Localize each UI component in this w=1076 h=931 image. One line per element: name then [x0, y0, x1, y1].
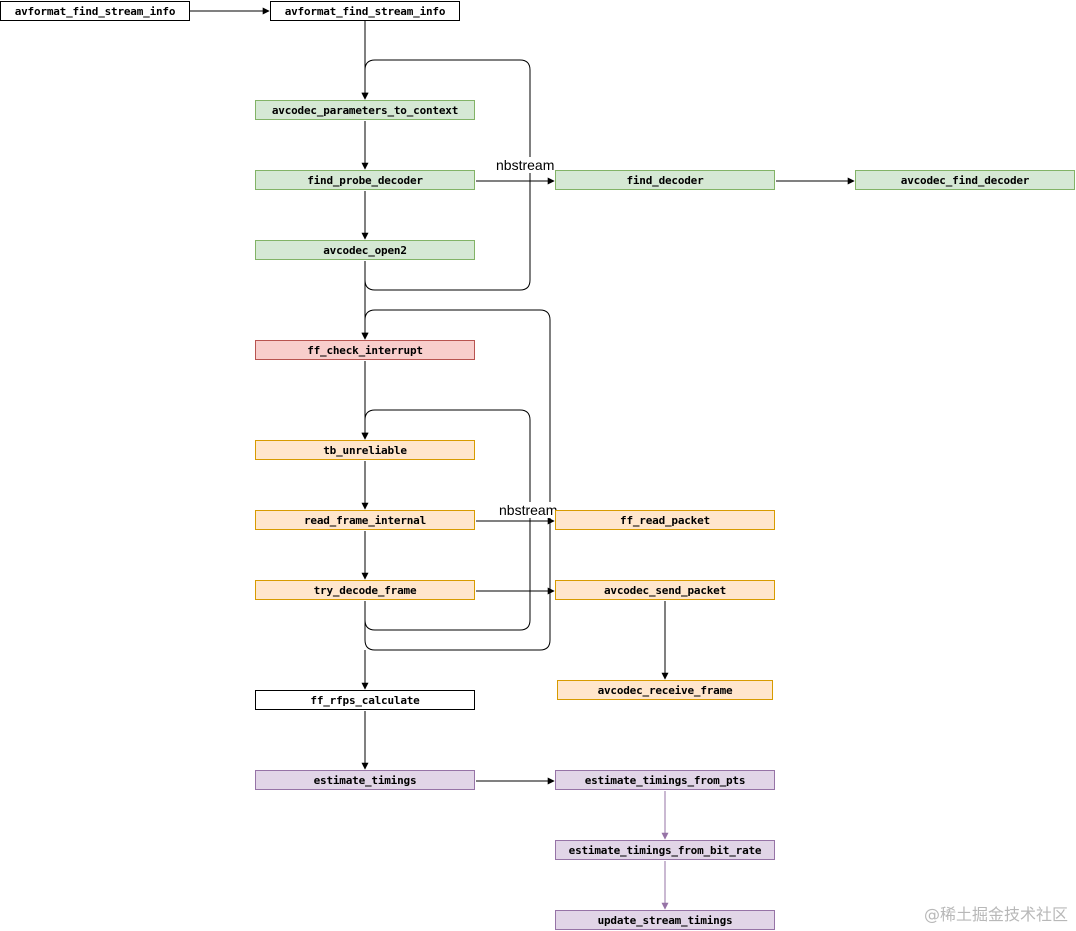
watermark: @稀土掘金技术社区 [923, 905, 1068, 924]
node-avcodec-open2[interactable]: avcodec_open2 [255, 240, 475, 260]
node-read-frame-internal[interactable]: read_frame_internal [255, 510, 475, 530]
node-estimate-timings-from-pts[interactable]: estimate_timings_from_pts [555, 770, 775, 790]
node-avformat-find-stream-info[interactable]: avformat_find_stream_info [270, 1, 460, 21]
node-find-probe-decoder[interactable]: find_probe_decoder [255, 170, 475, 190]
node-try-decode-frame[interactable]: try_decode_frame [255, 580, 475, 600]
node-estimate-timings[interactable]: estimate_timings [255, 770, 475, 790]
node-avformat-find-stream-info-caller[interactable]: avformat_find_stream_info [0, 1, 190, 21]
loop-outer [361, 309, 551, 651]
node-ff-rfps-calculate[interactable]: ff_rfps_calculate [255, 690, 475, 710]
node-avcodec-receive-frame[interactable]: avcodec_receive_frame [557, 680, 773, 700]
loop-nbstream-1 [361, 59, 531, 291]
node-ff-check-interrupt[interactable]: ff_check_interrupt [255, 340, 475, 360]
node-avcodec-find-decoder[interactable]: avcodec_find_decoder [855, 170, 1075, 190]
node-avcodec-send-packet[interactable]: avcodec_send_packet [555, 580, 775, 600]
loop-label-nbstream-2: nbstream [499, 502, 558, 518]
node-avcodec-parameters-to-context[interactable]: avcodec_parameters_to_context [255, 100, 475, 120]
node-ff-read-packet[interactable]: ff_read_packet [555, 510, 775, 530]
node-find-decoder[interactable]: find_decoder [555, 170, 775, 190]
loop-nbstream-2 [361, 409, 531, 631]
loop-label-nbstream-1: nbstream [496, 157, 555, 173]
node-estimate-timings-from-bit-rate[interactable]: estimate_timings_from_bit_rate [555, 840, 775, 860]
node-tb-unreliable[interactable]: tb_unreliable [255, 440, 475, 460]
node-update-stream-timings[interactable]: update_stream_timings [555, 910, 775, 930]
